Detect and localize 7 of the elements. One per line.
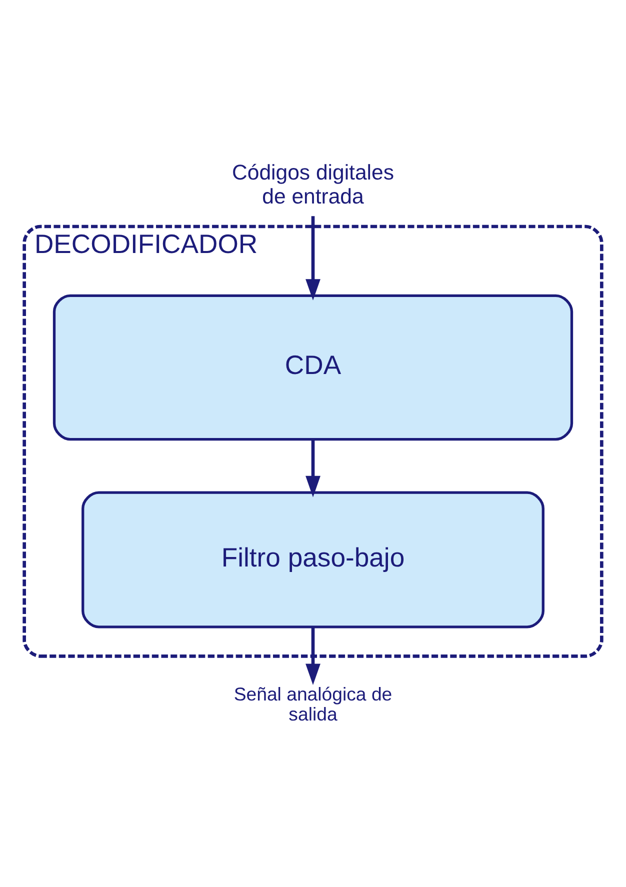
- arrow: [306, 216, 320, 300]
- node-text: Códigos digitales de entrada: [232, 160, 394, 208]
- arrow: [306, 438, 320, 497]
- arrow: [306, 626, 320, 685]
- node-text: Señal analógica de salida: [234, 682, 392, 724]
- node-box: Filtro paso-bajo: [82, 490, 544, 628]
- node-box: CDA: [52, 294, 574, 440]
